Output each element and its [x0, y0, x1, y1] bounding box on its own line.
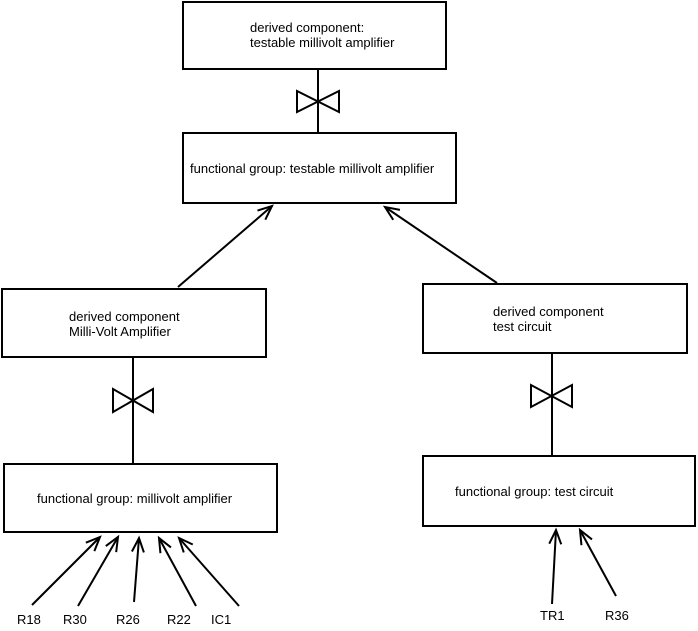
box-text-line: Milli-Volt Amplifier [69, 324, 171, 339]
leaf-label-r30: R30 [63, 612, 87, 627]
leaf-label-r36: R36 [605, 608, 629, 623]
box-text-line: derived component: [250, 20, 365, 35]
functional-group-test-circuit-box: functional group: test circuit [422, 455, 696, 527]
arrow-derived-mv-to-fg-testable [177, 204, 274, 288]
box-text-line: functional group: testable millivolt amp… [190, 160, 435, 176]
box-text-line: functional group: millivolt amplifier [37, 490, 233, 506]
arrow-r36 [578, 527, 617, 597]
arrow-r30 [77, 534, 120, 607]
bowtie-icon-left [112, 387, 154, 414]
leaf-label-ic1: IC1 [211, 612, 232, 627]
functional-group-millivolt-box: functional group: millivolt amplifier [3, 463, 278, 533]
derived-component-testable-box: derived component: testable millivolt am… [182, 1, 447, 70]
arrow-ic1 [177, 536, 240, 607]
box-text-line: derived component [69, 309, 180, 324]
bowtie-icon-top [296, 89, 340, 114]
box-text-line: functional group: test circuit [455, 483, 614, 499]
box-text-line: test circuit [493, 319, 552, 334]
leaf-label-r22: R22 [167, 612, 191, 627]
derived-component-test-circuit-box: derived component test circuit [422, 283, 688, 354]
bowtie-icon-right [530, 383, 573, 409]
leaf-label-r18: R18 [17, 612, 41, 627]
leaf-label-tr1: TR1 [540, 608, 565, 623]
arrow-r26 [131, 535, 145, 603]
leaf-label-r26: R26 [116, 612, 140, 627]
arrow-r22 [157, 535, 197, 607]
box-text-line: testable millivolt amplifier [250, 35, 395, 50]
derived-component-millivolt-box: derived component Milli-Volt Amplifier [1, 288, 267, 358]
arrow-derived-tc-to-fg-testable [382, 205, 498, 284]
arrow-tr1 [548, 527, 563, 605]
arrow-r18 [31, 535, 102, 606]
functional-group-testable-box: functional group: testable millivolt amp… [182, 132, 457, 204]
box-text-line: derived component [493, 304, 604, 319]
